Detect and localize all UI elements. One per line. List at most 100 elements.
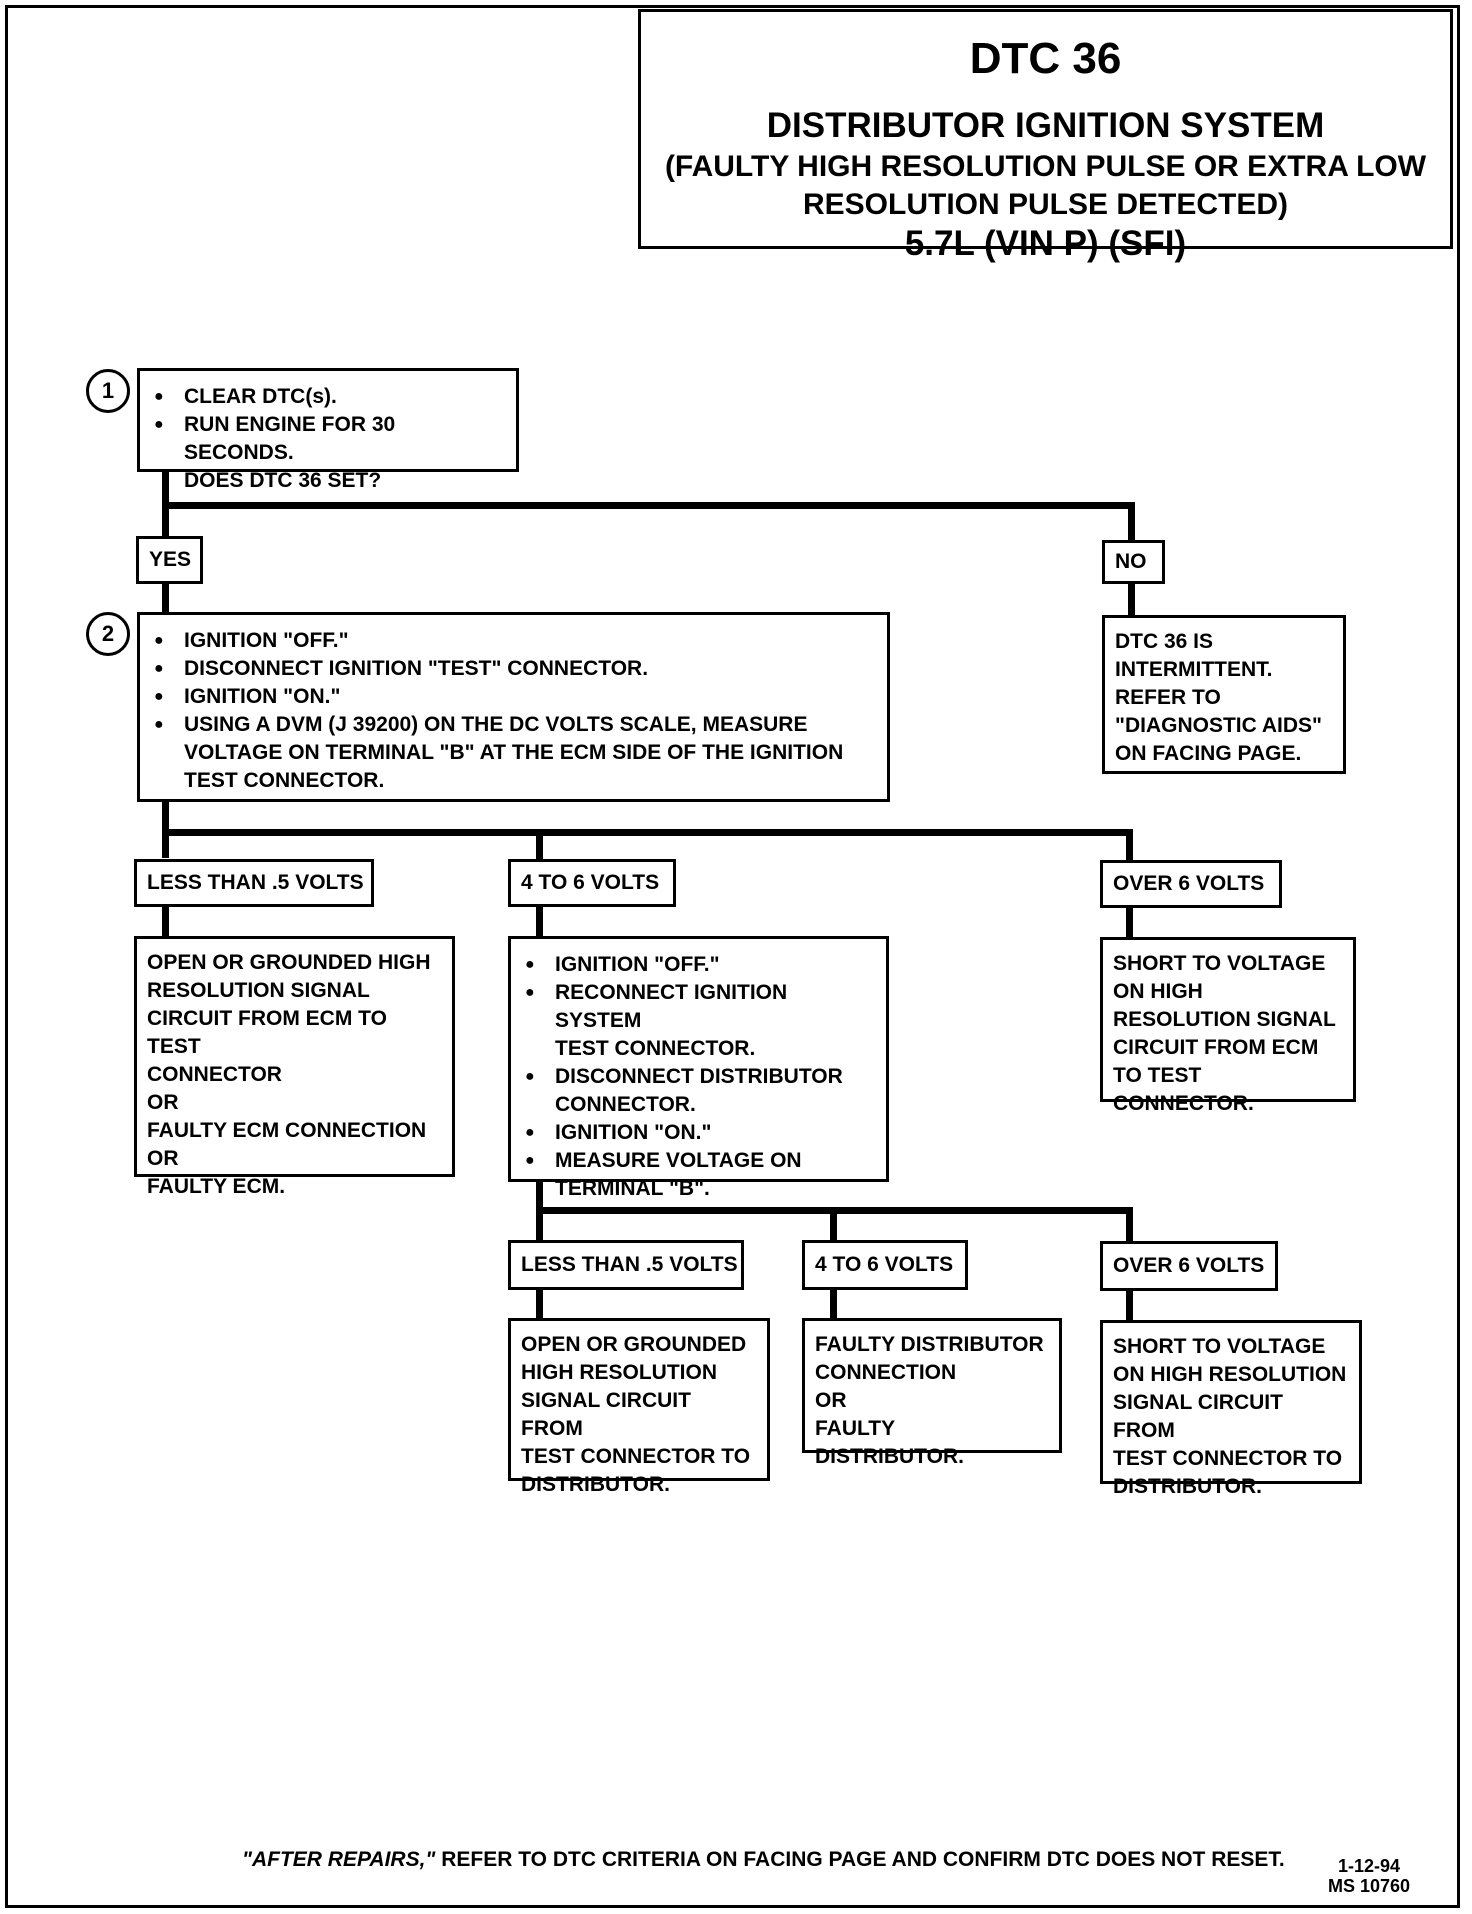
page-border: [5, 5, 1460, 1908]
connector-step2-down: [162, 798, 169, 858]
connector-no-result: [1128, 582, 1135, 616]
dtc-code-title: DTC 36: [969, 34, 1122, 83]
step-2-bullet: IGNITION "ON.": [150, 683, 877, 711]
connector-branch2-mid: [536, 829, 543, 861]
step-3-bullet-text: IGNITION "ON.": [555, 1121, 712, 1144]
document-code: 1-12-94 MS 10760: [1328, 1856, 1410, 1896]
result-line: RESOLUTION SIGNAL: [147, 979, 370, 1002]
branch2-4-to-6-label: 4 TO 6 VOLTS: [508, 859, 676, 907]
result-line: FAULTY ECM CONNECTION: [147, 1119, 427, 1142]
result-line: OR: [815, 1389, 847, 1412]
result-line: DISTRIBUTOR.: [1113, 1475, 1262, 1498]
branch2-over-6-label: OVER 6 VOLTS: [1100, 860, 1282, 908]
step-1-bullet: CLEAR DTC(s).: [150, 383, 506, 411]
connector-branch3-mid-result: [830, 1288, 837, 1320]
no-result-box: DTC 36 IS INTERMITTENT. REFER TO "DIAGNO…: [1102, 615, 1346, 774]
connector-branch2-high: [1126, 829, 1133, 861]
step-3-bullet: MEASURE VOLTAGE ON TERMINAL "B".: [521, 1147, 876, 1203]
step-1-box: CLEAR DTC(s). RUN ENGINE FOR 30 SECONDS.…: [137, 368, 519, 492]
after-repairs-emphasis: "AFTER REPAIRS,": [242, 1848, 436, 1871]
after-repairs-note: "AFTER REPAIRS," REFER TO DTC CRITERIA O…: [242, 1848, 1285, 1872]
step-3-bullet-cont: TEST CONNECTOR.: [555, 1037, 756, 1060]
step-1-question: DOES DTC 36 SET?: [184, 469, 382, 492]
branch2-high-result-box: SHORT TO VOLTAGE ON HIGH RESOLUTION SIGN…: [1100, 937, 1356, 1115]
connector-branch3-high-result: [1126, 1290, 1133, 1322]
result-line: CONNECTOR: [147, 1063, 282, 1086]
result-line: INTERMITTENT.: [1115, 658, 1273, 681]
connector-branch1-horizontal: [162, 502, 1135, 509]
connector-branch2-horizontal: [162, 829, 1133, 836]
connector-branch3-mid: [830, 1207, 837, 1241]
step-3-bullet-text: DISCONNECT DISTRIBUTOR: [555, 1065, 843, 1088]
result-line: ON HIGH RESOLUTION: [1113, 1363, 1347, 1386]
branch3-mid-result-box: FAULTY DISTRIBUTOR CONNECTION OR FAULTY …: [802, 1318, 1062, 1468]
branch2-low-result-box: OPEN OR GROUNDED HIGH RESOLUTION SIGNAL …: [134, 936, 455, 1198]
step-2-bullet: USING A DVM (J 39200) ON THE DC VOLTS SC…: [150, 711, 877, 739]
result-line: SHORT TO VOLTAGE: [1113, 1335, 1326, 1358]
branch3-over-6-label: OVER 6 VOLTS: [1100, 1241, 1278, 1291]
result-line: FAULTY DISTRIBUTOR: [815, 1333, 1044, 1356]
connector-low-result: [162, 906, 169, 938]
result-line: CIRCUIT FROM ECM TO TEST: [147, 1007, 387, 1058]
after-repairs-text: REFER TO DTC CRITERIA ON FACING PAGE AND…: [435, 1848, 1285, 1871]
result-line: RESOLUTION SIGNAL: [1113, 1008, 1336, 1031]
connector-branch3-low-result: [536, 1288, 543, 1320]
condition-line-1: (FAULTY HIGH RESOLUTION PULSE OR EXTRA L…: [664, 150, 1427, 183]
result-line: TO TEST CONNECTOR.: [1113, 1064, 1254, 1115]
engine-title: 5.7L (VIN P) (SFI): [904, 224, 1187, 263]
yes-label: YES: [136, 536, 203, 584]
connector-mid-step3: [536, 906, 543, 938]
result-line: TEST CONNECTOR TO: [521, 1445, 751, 1468]
result-line: DISTRIBUTOR.: [521, 1473, 670, 1496]
result-line: OR: [147, 1091, 179, 1114]
step-3-bullet: IGNITION "ON.": [521, 1119, 876, 1147]
result-line: FAULTY DISTRIBUTOR.: [815, 1417, 964, 1468]
result-line: OR: [147, 1147, 179, 1170]
step-number-1: 1: [86, 369, 130, 413]
result-line: HIGH RESOLUTION: [521, 1361, 718, 1384]
step-3-bullet-text: IGNITION "OFF.": [555, 953, 720, 976]
step-2-continuation: TEST CONNECTOR.: [184, 769, 385, 792]
step-2-continuation: VOLTAGE ON TERMINAL "B" AT THE ECM SIDE …: [184, 741, 844, 764]
step-2-bullet: DISCONNECT IGNITION "TEST" CONNECTOR.: [150, 655, 877, 683]
step-3-bullet-cont: TERMINAL "B".: [555, 1177, 710, 1200]
branch3-low-result-box: OPEN OR GROUNDED HIGH RESOLUTION SIGNAL …: [508, 1318, 770, 1496]
no-label: NO: [1102, 540, 1165, 584]
step-2-box: IGNITION "OFF." DISCONNECT IGNITION "TES…: [137, 612, 890, 802]
branch2-less-than-label: LESS THAN .5 VOLTS: [134, 859, 374, 907]
step-3-box: IGNITION "OFF." RECONNECT IGNITION SYSTE…: [508, 936, 889, 1200]
result-line: OPEN OR GROUNDED HIGH: [147, 951, 431, 974]
step-3-bullet-text: RECONNECT IGNITION SYSTEM: [555, 981, 788, 1032]
document-ms-number: MS 10760: [1328, 1876, 1411, 1896]
result-line: FAULTY ECM.: [147, 1175, 286, 1198]
condition-line-2: RESOLUTION PULSE DETECTED): [802, 188, 1289, 221]
step-3-bullet-cont: CONNECTOR.: [555, 1093, 696, 1116]
result-line: SIGNAL CIRCUIT FROM: [1113, 1391, 1283, 1442]
result-line: "DIAGNOSTIC AIDS": [1115, 714, 1322, 737]
result-line: DTC 36 IS: [1115, 630, 1214, 653]
system-title: DISTRIBUTOR IGNITION SYSTEM: [766, 106, 1325, 145]
branch3-less-than-label: LESS THAN .5 VOLTS: [508, 1240, 744, 1290]
result-line: CONNECTION: [815, 1361, 957, 1384]
result-line: OPEN OR GROUNDED: [521, 1333, 747, 1356]
connector-high-result: [1126, 908, 1133, 940]
branch3-high-result-box: SHORT TO VOLTAGE ON HIGH RESOLUTION SIGN…: [1100, 1320, 1362, 1498]
step-3-bullet: DISCONNECT DISTRIBUTOR CONNECTOR.: [521, 1063, 876, 1119]
step-1-bullet: RUN ENGINE FOR 30 SECONDS.: [150, 411, 506, 467]
result-line: SHORT TO VOLTAGE: [1113, 952, 1326, 975]
connector-yes-step2: [162, 582, 169, 614]
branch3-4-to-6-label: 4 TO 6 VOLTS: [802, 1240, 968, 1290]
result-line: REFER TO: [1115, 686, 1221, 709]
title-block: DTC 36 DISTRIBUTOR IGNITION SYSTEM (FAUL…: [638, 9, 1453, 263]
document-date: 1-12-94: [1338, 1856, 1401, 1876]
result-line: TEST CONNECTOR TO: [1113, 1447, 1343, 1470]
step-3-bullet-text: MEASURE VOLTAGE ON: [555, 1149, 802, 1172]
step-number-2: 2: [86, 612, 130, 656]
result-line: SIGNAL CIRCUIT FROM: [521, 1389, 691, 1440]
result-line: CIRCUIT FROM ECM: [1113, 1036, 1319, 1059]
result-line: ON HIGH: [1113, 980, 1203, 1003]
connector-branch3-high: [1126, 1207, 1133, 1241]
step-3-bullet: IGNITION "OFF.": [521, 951, 876, 979]
result-line: ON FACING PAGE.: [1115, 742, 1302, 765]
